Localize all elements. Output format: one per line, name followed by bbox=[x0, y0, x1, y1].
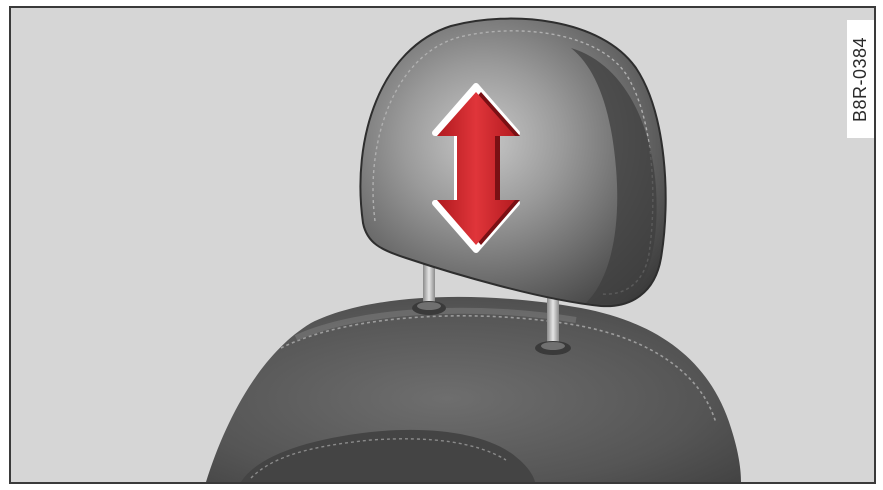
figure-code: B8R-0384 bbox=[851, 36, 872, 121]
figure-code-label: B8R-0384 bbox=[847, 20, 875, 138]
headrest-illustration bbox=[11, 8, 874, 482]
illustration-frame: B8R-0384 bbox=[9, 6, 876, 484]
